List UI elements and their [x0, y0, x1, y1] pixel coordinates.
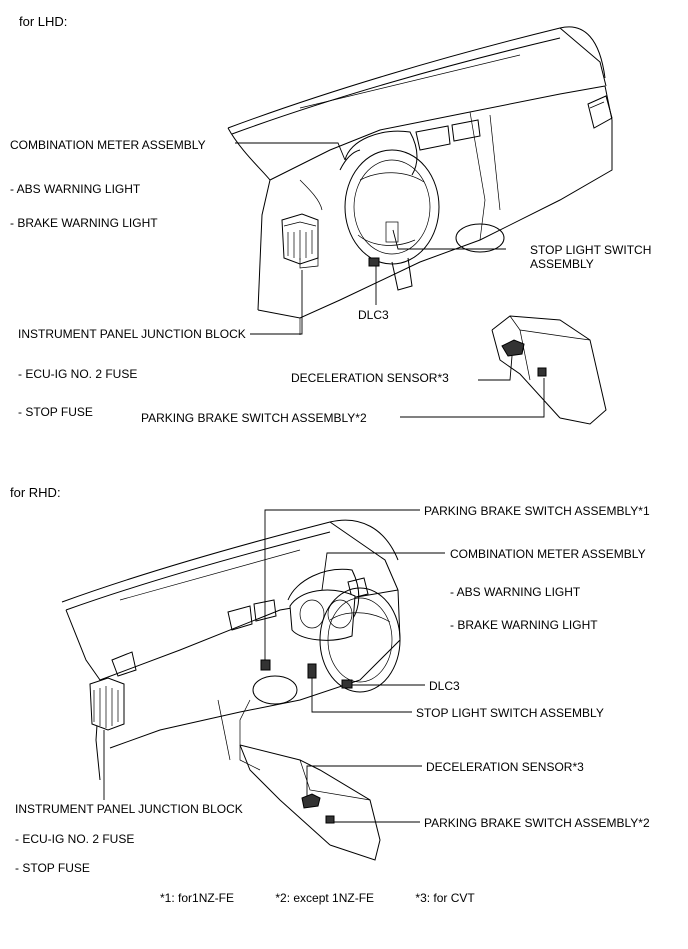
- rhd-junction-block-label: INSTRUMENT PANEL JUNCTION BLOCK: [15, 802, 243, 816]
- lhd-heading: for LHD:: [19, 14, 68, 29]
- rhd-parking-brake-1-label: PARKING BRAKE SWITCH ASSEMBLY*1: [424, 504, 650, 518]
- rhd-ecu-ig-fuse-label: - ECU-IG NO. 2 FUSE: [15, 832, 135, 846]
- lhd-dlc3-label: DLC3: [358, 308, 389, 322]
- rhd-stop-light-switch-label: STOP LIGHT SWITCH ASSEMBLY: [416, 706, 604, 720]
- lhd-junction-block-label: INSTRUMENT PANEL JUNCTION BLOCK: [18, 327, 246, 341]
- lhd-stop-light-switch-label-line2: ASSEMBLY: [530, 257, 594, 271]
- rhd-brake-warning-label: - BRAKE WARNING LIGHT: [450, 618, 598, 632]
- lhd-brake-warning-label: - BRAKE WARNING LIGHT: [10, 216, 158, 230]
- footnote-2: *2: except 1NZ-FE: [275, 891, 375, 905]
- rhd-parking-brake-2-label: PARKING BRAKE SWITCH ASSEMBLY*2: [424, 816, 650, 830]
- lhd-parking-brake-label: PARKING BRAKE SWITCH ASSEMBLY*2: [141, 411, 367, 425]
- lhd-ecu-ig-fuse-label: - ECU-IG NO. 2 FUSE: [18, 367, 138, 381]
- footnote-3: *3: for CVT: [415, 891, 475, 905]
- footnotes: *1: for1NZ-FE *2: except 1NZ-FE *3: for …: [160, 891, 513, 905]
- lhd-combination-meter-label: COMBINATION METER ASSEMBLY: [10, 138, 206, 152]
- rhd-heading: for RHD:: [10, 485, 61, 500]
- lhd-stop-fuse-label: - STOP FUSE: [18, 405, 93, 419]
- rhd-abs-warning-label: - ABS WARNING LIGHT: [450, 585, 581, 599]
- rhd-decel-sensor-label: DECELERATION SENSOR*3: [426, 760, 584, 774]
- rhd-combination-meter-label: COMBINATION METER ASSEMBLY: [450, 547, 646, 561]
- lhd-dashboard-illustration: [227, 26, 613, 425]
- rhd-dlc3-label: DLC3: [429, 679, 460, 693]
- footnote-1: *1: for1NZ-FE: [160, 891, 235, 905]
- lhd-stop-light-switch-label: STOP LIGHT SWITCH: [530, 243, 652, 257]
- rhd-stop-fuse-label: - STOP FUSE: [15, 861, 90, 875]
- lhd-decel-sensor-label: DECELERATION SENSOR*3: [291, 371, 449, 385]
- lhd-abs-warning-label: - ABS WARNING LIGHT: [10, 182, 141, 196]
